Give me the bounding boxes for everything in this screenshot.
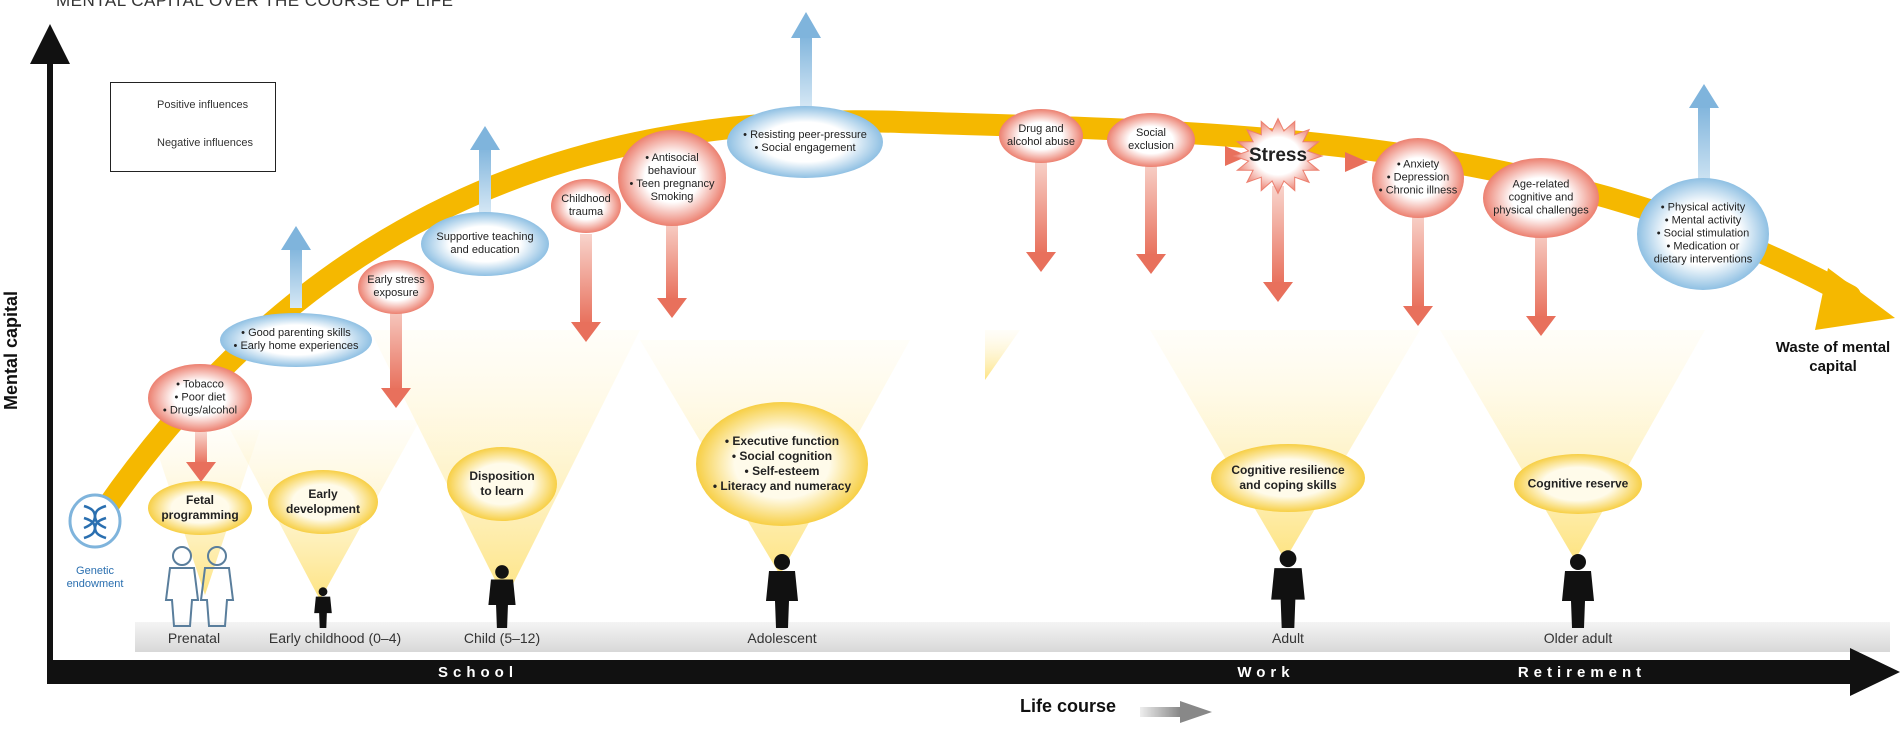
positive-label: • Physical activity• Mental activity• So…	[1653, 201, 1753, 266]
diagram-title: MENTAL CAPITAL OVER THE COURSE OF LIFE	[56, 0, 454, 10]
curve-arrowhead	[1815, 268, 1895, 330]
capability-label: • Executive function• Social cognition• …	[712, 434, 852, 493]
person-silhouette-icon	[1570, 554, 1586, 570]
stress-label: Stress	[1248, 145, 1308, 166]
positive-arrows	[281, 12, 1719, 308]
positive-bubbles	[220, 106, 1769, 367]
arrow-right-icon	[1180, 701, 1212, 723]
legend: Positive influences Negative influences	[110, 82, 276, 172]
person-silhouette-icon	[1271, 568, 1305, 628]
capability-beams	[150, 330, 1705, 600]
negative-bubbles	[148, 109, 1599, 432]
capability-label: Cognitive reserve	[1527, 476, 1629, 491]
positive-label: • Good parenting skills• Early home expe…	[233, 327, 359, 352]
end-label: Waste of mental capital	[1775, 339, 1891, 375]
person-silhouette-icon	[766, 571, 798, 628]
person-silhouette-icon	[488, 579, 516, 628]
stage-label: Adolescent	[747, 630, 817, 646]
stage-label: Prenatal	[167, 630, 221, 646]
dna-icon	[68, 493, 122, 549]
x-axis-label: Life course	[1020, 696, 1117, 716]
phase-label: Work	[1237, 664, 1295, 681]
stage-label: Early childhood (0–4)	[268, 630, 402, 646]
beam-gap	[985, 330, 1020, 380]
beam-older	[1440, 330, 1705, 560]
negative-label: • Tobacco• Poor diet• Drugs/alcohol	[162, 378, 238, 417]
stage-label: Older adult	[1543, 630, 1613, 646]
person-silhouette-icon	[774, 554, 790, 570]
legend-negative-label: Negative influences	[157, 137, 254, 149]
person-silhouette-icon	[1562, 571, 1594, 628]
y-axis-arrowhead	[30, 24, 70, 64]
stress-arrow-out	[1345, 152, 1368, 172]
negative-arrows	[186, 158, 1556, 482]
x-axis-bar	[47, 660, 1857, 684]
person-silhouette-icon	[314, 596, 332, 628]
life-course-arrow-shaft	[1140, 707, 1180, 717]
person-silhouette-icon	[318, 587, 328, 597]
positive-label: • Resisting peer-pressure• Social engage…	[743, 129, 867, 154]
stress-burst	[1232, 117, 1324, 195]
person-silhouette-icon	[1279, 550, 1297, 568]
legend-positive-label: Positive influences	[157, 99, 249, 111]
x-axis-arrowhead	[1850, 648, 1900, 696]
stage-label: Child (5–12)	[463, 630, 541, 646]
negative-label: • Anxiety• Depression• Chronic illness	[1378, 158, 1458, 197]
stage-label: Adult	[1272, 630, 1304, 646]
person-silhouette-icon	[495, 565, 509, 579]
ground-strip	[135, 622, 1890, 652]
y-axis-label: Mental capital	[1, 290, 22, 411]
phase-label: Retirement	[1517, 664, 1647, 681]
person-silhouettes	[314, 550, 1594, 628]
person-silhouette-icon	[164, 546, 235, 627]
phase-label: School	[437, 664, 519, 681]
capability-bubbles	[148, 402, 1642, 535]
